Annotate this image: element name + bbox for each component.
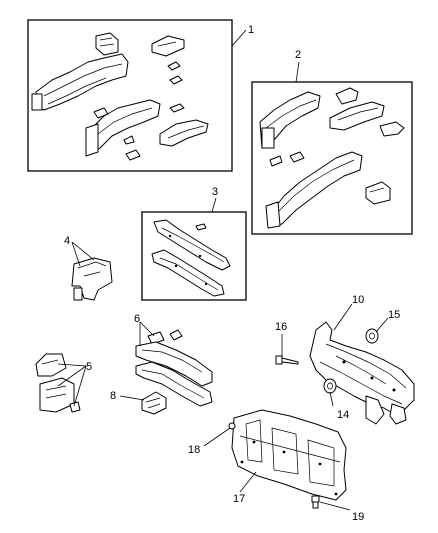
- leader-lines: [57, 29, 389, 511]
- callout-4: 4: [64, 235, 70, 247]
- callout-numbers: 1 2 3 4 5 6 8 10 14 15 16 17 18 19: [64, 24, 400, 523]
- group-3-box: [141, 211, 247, 301]
- callout-8: 8: [110, 390, 116, 402]
- callout-15: 15: [388, 309, 400, 321]
- part-4-bracket: [71, 257, 113, 301]
- callout-2: 2: [295, 49, 301, 61]
- callout-5: 5: [86, 361, 92, 373]
- part-15-grommet: [365, 328, 379, 344]
- part-18-bolt: [228, 422, 236, 430]
- callout-10: 10: [352, 294, 364, 306]
- part-5-brackets: [35, 353, 81, 413]
- group-1-box: [27, 19, 233, 172]
- callout-3: 3: [212, 186, 218, 198]
- part-6-rail: [135, 329, 213, 407]
- callout-18: 18: [188, 444, 200, 456]
- part-19-bolt: [311, 495, 320, 509]
- callout-1: 1: [248, 24, 254, 36]
- group-2-box: [251, 81, 413, 235]
- callout-17: 17: [233, 493, 245, 505]
- callout-14: 14: [337, 409, 349, 421]
- part-16-bolt: [275, 355, 299, 365]
- part-8-clip: [141, 391, 167, 415]
- callout-19: 19: [352, 511, 364, 523]
- part-17-skid-plate: [231, 409, 347, 501]
- part-10-crossmember: [309, 321, 415, 425]
- callout-16: 16: [275, 321, 287, 333]
- callout-6: 6: [134, 313, 140, 325]
- part-14-grommet: [323, 378, 337, 394]
